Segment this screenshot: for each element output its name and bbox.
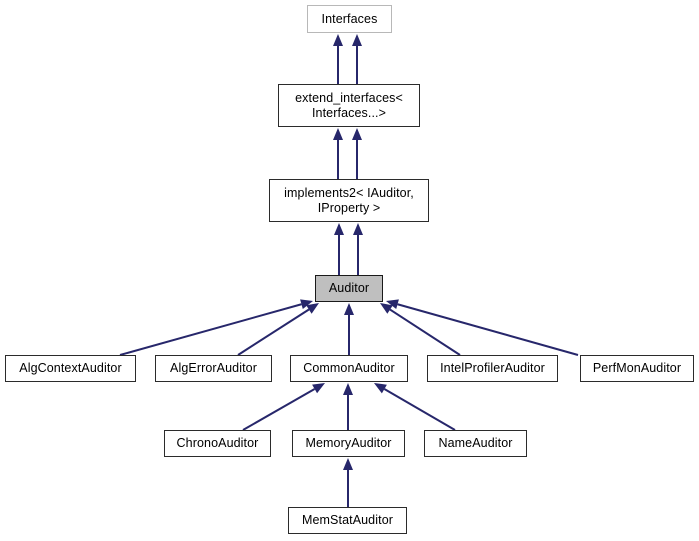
inheritance-edge [334,223,344,275]
inheritance-edge [343,458,353,507]
class-node-intel-profiler-auditor[interactable]: IntelProfilerAuditor [427,355,558,382]
edge-arrowhead-icon [300,299,313,310]
inheritance-edge [237,303,319,356]
class-node-label: extend_interfaces< Interfaces...> [295,90,403,120]
class-node-interfaces[interactable]: Interfaces [307,5,392,33]
edge-line [242,388,316,431]
inheritance-edge [386,299,579,356]
edge-arrowhead-icon [343,458,353,470]
edge-arrowhead-icon [333,128,343,140]
class-node-label: Auditor [328,281,370,295]
class-node-mem-stat-auditor[interactable]: MemStatAuditor [288,507,407,534]
edge-arrowhead-icon [343,383,353,395]
edge-line [237,308,310,356]
edge-line [389,308,461,356]
edge-arrowhead-icon [344,303,354,315]
class-node-label: Interfaces [321,11,378,26]
edge-arrowhead-icon [306,303,319,314]
inheritance-edge [344,303,354,355]
class-node-label: MemStatAuditor [301,513,394,527]
inheritance-edge [119,299,313,356]
edge-arrowhead-icon [386,299,399,310]
inheritance-edge [380,303,461,356]
edge-arrowhead-icon [312,383,325,394]
edge-arrowhead-icon [352,128,362,140]
edge-arrowhead-icon [380,303,393,314]
inheritance-edge [333,34,343,84]
inheritance-edge [352,34,362,84]
edge-line [383,388,456,431]
class-node-name-auditor[interactable]: NameAuditor [424,430,527,457]
edge-arrowhead-icon [333,34,343,46]
class-node-label: CommonAuditor [303,361,395,375]
edge-arrowhead-icon [352,34,362,46]
inheritance-edge [353,223,363,275]
inheritance-edge [343,383,353,430]
inheritance-edge [374,383,456,431]
class-node-alg-error-auditor[interactable]: AlgErrorAuditor [155,355,272,382]
edge-arrowhead-icon [374,383,387,394]
edge-line [397,303,579,356]
class-node-label: implements2< IAuditor, IProperty > [284,185,414,215]
class-node-auditor: Auditor [315,275,383,302]
class-node-label: MemoryAuditor [305,436,392,450]
class-node-label: PerfMonAuditor [592,361,682,375]
class-node-label: ChronoAuditor [176,436,259,450]
class-node-memory-auditor[interactable]: MemoryAuditor [292,430,405,457]
class-node-alg-context-auditor[interactable]: AlgContextAuditor [5,355,136,382]
class-node-extend-interfaces[interactable]: extend_interfaces< Interfaces...> [278,84,420,127]
class-node-perf-mon-auditor[interactable]: PerfMonAuditor [580,355,694,382]
inheritance-edge [352,128,362,179]
inheritance-edge [333,128,343,179]
class-node-chrono-auditor[interactable]: ChronoAuditor [164,430,271,457]
edge-arrowhead-icon [353,223,363,235]
edge-arrowhead-icon [334,223,344,235]
class-node-label: AlgContextAuditor [19,361,122,375]
inheritance-edge [242,383,325,431]
class-node-common-auditor[interactable]: CommonAuditor [290,355,408,382]
edge-line [119,303,302,356]
class-node-label: AlgErrorAuditor [170,361,257,375]
class-node-label: NameAuditor [438,436,513,450]
class-node-implements2[interactable]: implements2< IAuditor, IProperty > [269,179,429,222]
class-node-label: IntelProfilerAuditor [440,361,545,375]
